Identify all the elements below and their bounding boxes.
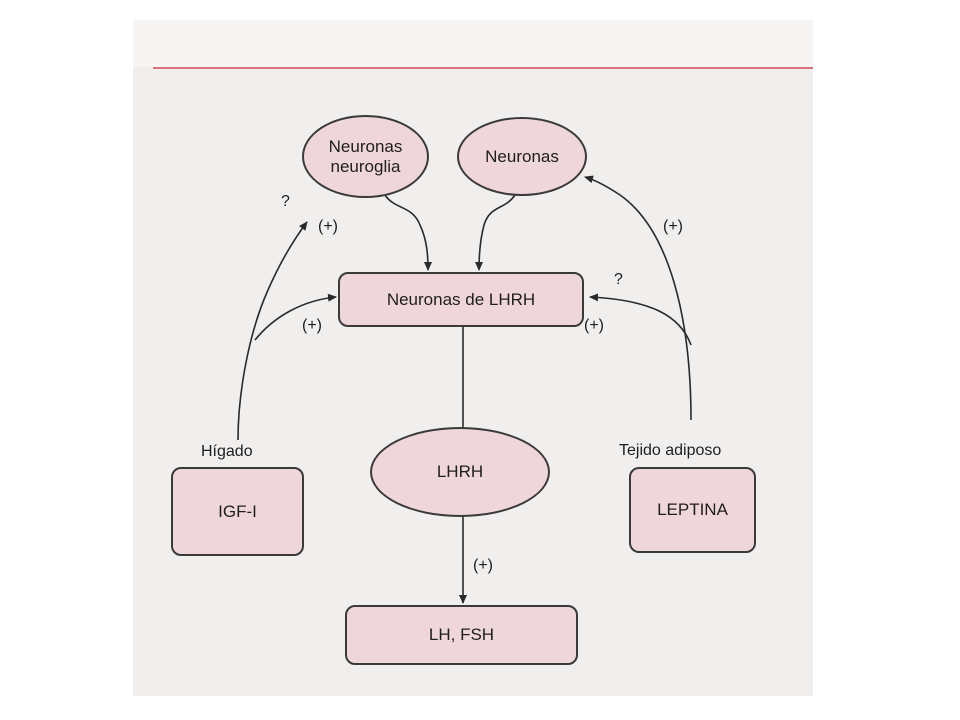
arrow-neuronas-to-lhrh-neurons — [475, 194, 516, 271]
node-neuronas-neuroglia: Neuronas neuroglia — [302, 115, 429, 198]
label-plus-igf-lhrh: (+) — [302, 317, 322, 334]
arrow-igf-to-lhrh-neurons — [254, 293, 337, 341]
arrow-neuroglia-to-lhrh-neurons — [384, 194, 432, 271]
arrow-leptina-to-neuronas — [584, 175, 692, 421]
node-leptina: LEPTINA — [629, 467, 756, 553]
label-tejido-adiposo: Tejido adiposo — [619, 442, 722, 459]
header-rule — [153, 67, 813, 69]
node-lh-fsh: LH, FSH — [345, 605, 578, 665]
arrow-leptina-to-lhrh-neurons — [589, 293, 692, 346]
arrow-igf-to-neuroglia — [237, 221, 308, 441]
label-plus-igf-neuroglia: (+) — [318, 218, 338, 235]
top-band — [133, 20, 813, 67]
node-neuronas: Neuronas — [457, 117, 587, 196]
label-plus-leptina-neuronas: (+) — [663, 218, 683, 235]
node-igf-i: IGF-I — [171, 467, 304, 556]
label-question-left: ? — [281, 193, 290, 210]
node-lhrh: LHRH — [370, 427, 550, 517]
label-higado: Hígado — [201, 443, 253, 460]
label-plus-leptina-lhrh: (+) — [584, 317, 604, 334]
label-plus-lhrh-lhfsh: (+) — [473, 557, 493, 574]
label-question-right: ? — [614, 271, 623, 288]
node-neuronas-de-lhrh: Neuronas de LHRH — [338, 272, 584, 327]
